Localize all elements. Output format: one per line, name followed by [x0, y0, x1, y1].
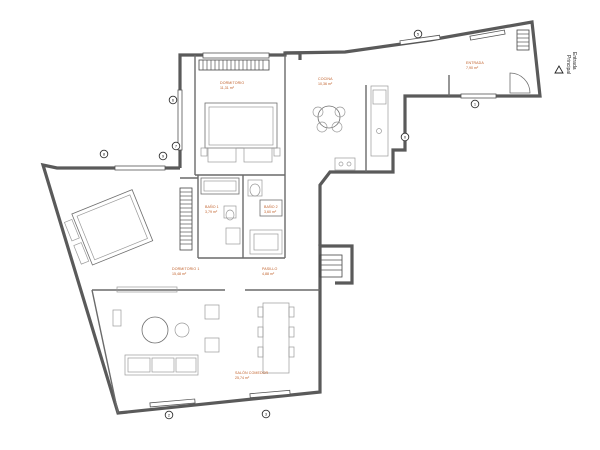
svg-text:1: 1: [474, 102, 477, 107]
svg-text:2: 2: [168, 413, 171, 418]
wall-west-wing: [40, 162, 354, 415]
kitchen-table: [312, 105, 346, 133]
hatched-storage: [179, 29, 530, 278]
svg-text:5: 5: [417, 32, 420, 37]
label-dormitorio1-area: 15,48 m²: [172, 272, 187, 276]
label-dormitorio-principal-area: 11,31 m²: [220, 86, 235, 90]
exterior-walls: [40, 20, 542, 415]
label-pasillo-name: PASILLO: [262, 267, 278, 271]
kitchen-counter: [334, 85, 389, 171]
pasillo-storage: [319, 254, 343, 278]
window-living-south1: [149, 398, 196, 408]
label-salon-name: SALÓN COMEDOR: [235, 370, 269, 375]
window-kitchen: [399, 34, 441, 46]
entry-marker: Entrada Principal: [554, 52, 577, 74]
label-pasillo-area: 4,88 m²: [262, 272, 275, 276]
windows: [114, 29, 506, 408]
window-dorm1: [114, 165, 166, 171]
label-bano2-area: 3,60 m²: [264, 210, 277, 214]
tag-5: 9: [158, 151, 168, 161]
window-living-south2: [249, 389, 291, 399]
svg-text:0: 0: [404, 135, 407, 140]
label-cocina-name: COCINA: [318, 77, 333, 81]
svg-text:3: 3: [265, 412, 268, 417]
tag-6: 0: [400, 132, 410, 142]
entry-storage: [516, 29, 530, 51]
label-salon-area: 25,74 m²: [235, 376, 250, 380]
label-entrada-area: 7,90 m²: [466, 66, 479, 70]
label-entrada-name: ENTRADA: [466, 61, 484, 65]
label-dormitorio-principal-name: DORMITORIO: [220, 81, 244, 85]
tag-9: 3: [261, 409, 271, 419]
tag-2: 6: [168, 95, 178, 105]
svg-text:9: 9: [162, 154, 165, 159]
interior-walls: [91, 55, 450, 414]
wardrobe-dorm1: [179, 187, 193, 251]
tag-7: 1: [470, 99, 480, 109]
furniture: [63, 72, 531, 376]
window-bedroom: [202, 52, 270, 59]
svg-text:8: 8: [103, 152, 106, 157]
wardrobe-bedroom: [198, 59, 270, 71]
bed-main: [200, 102, 281, 163]
wall-living-west: [91, 289, 119, 414]
wall-northeast: [285, 51, 302, 60]
label-cocina-area: 10,36 m²: [318, 82, 333, 86]
label-bano2-name: BAÑO 2: [264, 204, 278, 209]
reference-tags: 5 6 7 8 9 0 1 2 3: [99, 29, 480, 420]
window-entry: [469, 29, 506, 41]
label-bano1-area: 3,79 m²: [205, 210, 218, 214]
window-entry-south: [460, 93, 497, 99]
window-bedroom-west: [177, 89, 183, 151]
tag-3: 7: [171, 141, 181, 151]
entry-label-line1: Entrada: [571, 52, 577, 70]
label-bano1-name: BAÑO 1: [205, 204, 219, 209]
entry-door: [509, 72, 531, 94]
living-furniture: [112, 286, 295, 376]
svg-text:6: 6: [172, 98, 175, 103]
room-labels: DORMITORIO 11,31 m² COCINA 10,36 m² ENTR…: [172, 61, 484, 380]
tag-1: 5: [413, 29, 423, 39]
label-dormitorio1-name: DORMITORIO 1: [172, 267, 200, 271]
bath1-fixtures: [200, 177, 241, 245]
entry-arrow-icon: [554, 65, 564, 74]
svg-text:7: 7: [175, 144, 178, 149]
tag-8: 2: [164, 410, 174, 420]
entry-label-line2: Principal: [565, 55, 571, 74]
tag-4: 8: [99, 149, 109, 159]
bed-dorm1: [63, 189, 154, 266]
bath2-fixtures: [247, 179, 283, 255]
